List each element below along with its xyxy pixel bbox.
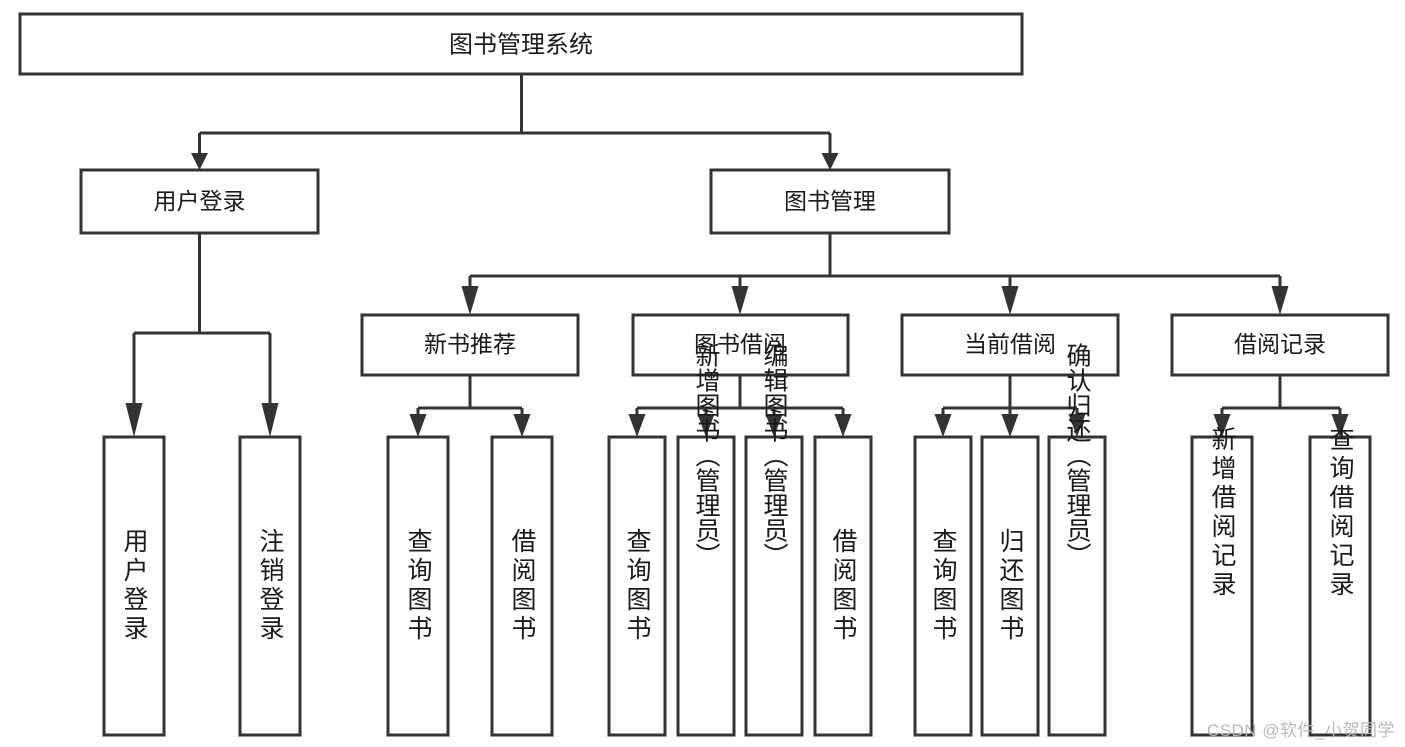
node-root-box[interactable]: [18, 12, 1024, 76]
arrowhead-leaf-borrow-book-2: [834, 414, 852, 437]
node-borrow-record-label: 借阅记录: [1234, 331, 1326, 357]
node-borrow-record[interactable]: 借阅记录: [1170, 313, 1390, 377]
node-leaf-logout-login-label: 注销登录: [256, 528, 285, 644]
node-new-book-recommend[interactable]: 新书推荐: [360, 313, 580, 377]
node-user-login-label: 用户登录: [154, 188, 246, 214]
arrowhead-leaf-query-book-3: [934, 414, 952, 437]
node-leaf-query-book-3-box[interactable]: [913, 435, 973, 737]
node-leaf-borrow-book-2[interactable]: 借阅图书: [813, 435, 873, 737]
arrowhead-leaf-return-book: [1001, 414, 1019, 437]
node-book-manage[interactable]: 图书管理: [709, 168, 951, 235]
arrowhead-leaf-confirm-return: [1068, 414, 1086, 437]
arrowhead-book-manage: [821, 153, 839, 170]
node-leaf-query-book-3-label: 查询图书: [929, 528, 958, 644]
node-leaf-query-book-2-box[interactable]: [607, 435, 667, 737]
node-leaf-borrow-book-2-label: 借阅图书: [829, 528, 858, 644]
node-leaf-add-record-label: 新增借阅记录: [1208, 426, 1237, 600]
node-borrow-record-box[interactable]: [1170, 313, 1390, 377]
node-leaf-query-book-1-box[interactable]: [386, 435, 450, 737]
node-leaf-query-record-label: 查询借阅记录: [1326, 426, 1355, 600]
node-leaf-confirm-return-label: 确认归还（管理员）: [1063, 343, 1092, 568]
node-leaf-add-record[interactable]: 新增借阅记录: [1190, 426, 1254, 737]
node-leaf-user-login-label: 用户登录: [120, 528, 149, 644]
node-leaf-borrow-book-1[interactable]: 借阅图书: [490, 435, 554, 737]
node-leaf-confirm-return-box[interactable]: [1047, 435, 1107, 737]
node-leaf-add-book-box[interactable]: [676, 435, 736, 737]
node-leaf-add-book-label: 新增图书（管理员）: [692, 343, 721, 568]
arrowhead-book-borrow: [731, 286, 749, 315]
node-leaf-borrow-book-1-box[interactable]: [490, 435, 554, 737]
node-book-borrow-label: 图书借阅: [694, 331, 786, 357]
node-book-borrow[interactable]: 图书借阅: [631, 313, 850, 377]
node-current-borrow-box[interactable]: [900, 313, 1120, 377]
node-leaf-edit-book-box[interactable]: [744, 435, 804, 737]
arrowhead-new-book-recommend: [461, 286, 479, 315]
node-leaf-user-login[interactable]: 用户登录: [102, 435, 166, 737]
arrowhead-borrow-record: [1271, 286, 1289, 315]
node-leaf-borrow-book-2-box[interactable]: [813, 435, 873, 737]
node-leaf-return-book-box[interactable]: [980, 435, 1040, 737]
node-leaf-logout-login-box[interactable]: [238, 435, 302, 737]
node-leaf-logout-login[interactable]: 注销登录: [238, 435, 302, 737]
node-root[interactable]: 图书管理系统: [18, 12, 1024, 76]
watermark-label: CSDN @软件_小贺同学: [1206, 721, 1395, 740]
node-leaf-return-book[interactable]: 归还图书: [980, 435, 1040, 737]
arrowhead-user-login: [191, 153, 208, 170]
arrowhead-leaf-add-book: [697, 414, 715, 437]
node-leaf-edit-book[interactable]: 编辑图书（管理员）: [744, 343, 804, 737]
node-new-book-recommend-label: 新书推荐: [424, 331, 516, 357]
node-leaf-edit-book-label: 编辑图书（管理员）: [760, 343, 789, 568]
node-leaf-query-record[interactable]: 查询借阅记录: [1308, 426, 1372, 737]
node-leaf-query-book-3[interactable]: 查询图书: [913, 435, 973, 737]
connector-layer: [125, 74, 1349, 437]
node-leaf-borrow-book-1-label: 借阅图书: [508, 528, 537, 644]
node-leaf-user-login-box[interactable]: [102, 435, 166, 737]
node-leaf-query-book-2-label: 查询图书: [623, 528, 652, 644]
node-book-borrow-box[interactable]: [631, 313, 850, 377]
arrowhead-leaf-borrow-book-1: [513, 414, 531, 437]
arrowhead-leaf-logout-login: [261, 403, 279, 437]
node-leaf-return-book-label: 归还图书: [996, 528, 1025, 644]
node-book-manage-label: 图书管理: [784, 188, 876, 214]
node-leaf-add-record-box[interactable]: [1190, 435, 1254, 737]
node-leaf-query-book-1-label: 查询图书: [404, 528, 433, 644]
arrowhead-current-borrow: [1001, 286, 1019, 315]
arrowhead-leaf-add-record: [1213, 414, 1231, 437]
arrowhead-leaf-query-book-1: [409, 414, 427, 437]
arrowhead-leaf-query-record: [1331, 414, 1349, 437]
arrowhead-leaf-user-login: [125, 403, 143, 437]
node-new-book-recommend-box[interactable]: [360, 313, 580, 377]
node-root-label: 图书管理系统: [449, 31, 593, 58]
node-leaf-add-book[interactable]: 新增图书（管理员）: [676, 343, 736, 737]
arrowhead-leaf-edit-book: [765, 414, 783, 437]
node-leaf-query-book-1[interactable]: 查询图书: [386, 435, 450, 737]
node-leaf-query-record-box[interactable]: [1308, 435, 1372, 737]
arrowhead-leaf-query-book-2: [628, 414, 646, 437]
node-leaf-confirm-return[interactable]: 确认归还（管理员）: [1047, 343, 1107, 737]
node-book-manage-box[interactable]: [709, 168, 951, 235]
node-user-login-box[interactable]: [79, 168, 320, 235]
node-current-borrow-label: 当前借阅: [964, 331, 1056, 357]
node-user-login[interactable]: 用户登录: [79, 168, 320, 235]
node-current-borrow[interactable]: 当前借阅: [900, 313, 1120, 377]
node-leaf-query-book-2[interactable]: 查询图书: [607, 435, 667, 737]
